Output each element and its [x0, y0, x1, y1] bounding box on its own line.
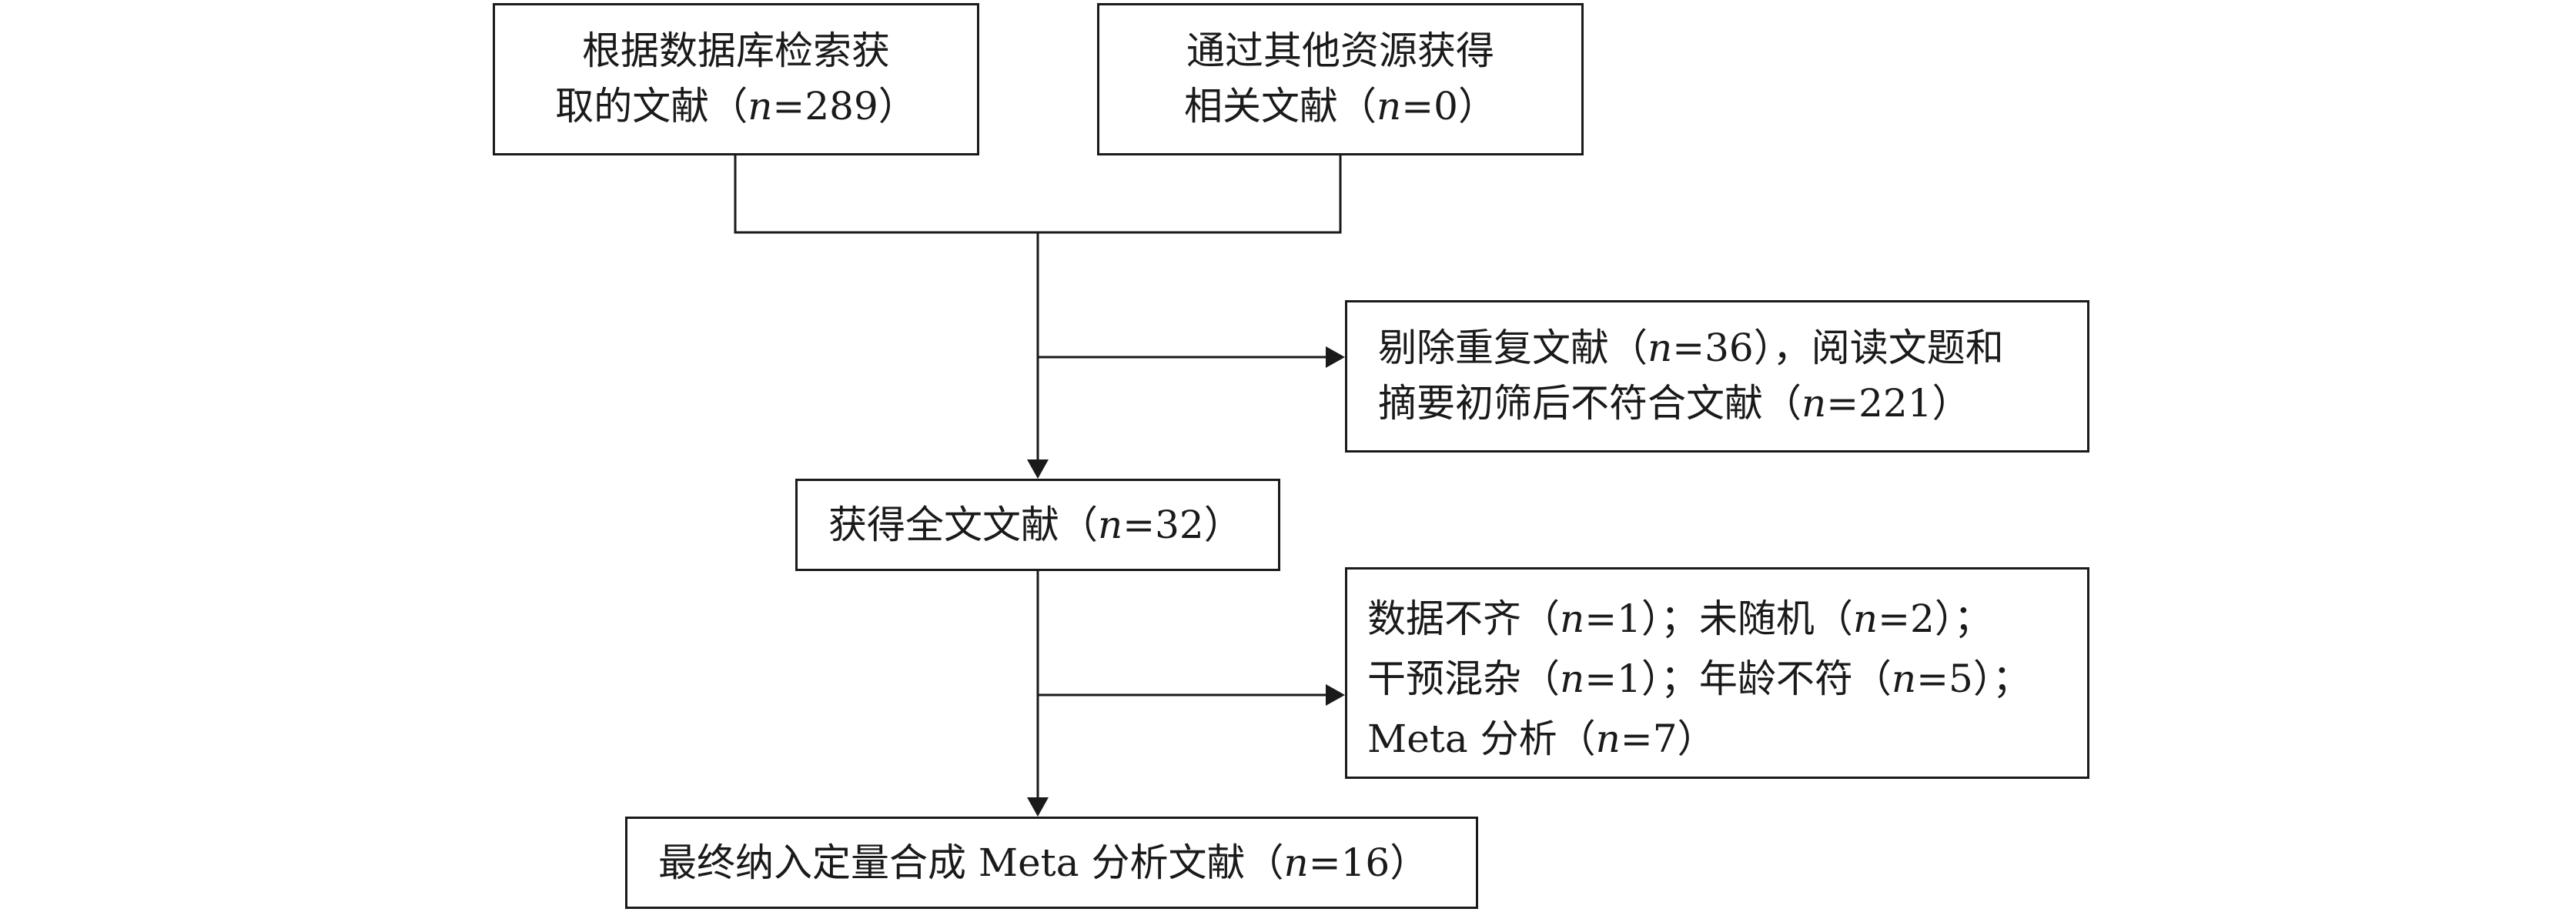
reason-age-mismatch-count: =5）；	[1916, 656, 2031, 701]
reason-confounded-intervention-count: =1）；	[1584, 656, 1699, 701]
merge-bracket	[734, 155, 1342, 234]
reason-not-randomized-count: =2）；	[1878, 596, 1992, 641]
excluded-1-line-2-n: n	[1802, 381, 1827, 426]
other-sources-box: 通过其他资源获得 相关文献（n=0）	[1097, 3, 1584, 155]
reason-meta-analysis-prefix: Meta 分析（	[1367, 717, 1596, 761]
excluded-2-line-2: 干预混杂（n=1）；年龄不符（n=5）；	[1367, 649, 2087, 709]
reason-confounded-intervention-prefix: 干预混杂（	[1367, 656, 1560, 701]
excluded-1-line-2-suffix: =221）	[1826, 381, 1971, 426]
reason-incomplete-data-prefix: 数据不齐（	[1367, 596, 1560, 641]
reason-meta-analysis-count: =7）	[1620, 717, 1716, 761]
reason-not-randomized-n: n	[1852, 596, 1878, 641]
excluded-reasons-box: 数据不齐（n=1）；未随机（n=2）； 干预混杂（n=1）；年龄不符（n=5）；…	[1345, 567, 2089, 779]
fulltext-count: =32）	[1122, 503, 1243, 547]
other-box-prefix: 相关文献（	[1184, 84, 1377, 129]
reason-age-mismatch-n: n	[1891, 656, 1917, 701]
database-box-count: =289）	[772, 84, 917, 129]
database-box-n: n	[748, 84, 773, 129]
reason-confounded-intervention-n: n	[1560, 656, 1585, 701]
excluded-1-line-1-prefix: 剔除重复文献（	[1378, 326, 1648, 370]
excluded-1-line-2-prefix: 摘要初筛后不符合文献（	[1378, 381, 1802, 426]
excluded-1-line-2: 摘要初筛后不符合文献（n=221）	[1378, 376, 2087, 431]
final-prefix: 最终纳入定量合成 Meta 分析文献（	[658, 840, 1284, 885]
final-included-box: 最终纳入定量合成 Meta 分析文献（n=16）	[625, 817, 1478, 909]
reason-not-randomized-prefix: 未随机（	[1698, 596, 1853, 641]
excluded-duplicates-box: 剔除重复文献（n=36），阅读文题和 摘要初筛后不符合文献（n=221）	[1345, 300, 2089, 453]
reason-incomplete-data-n: n	[1560, 596, 1585, 641]
reason-meta-analysis-n: n	[1595, 717, 1621, 761]
final-count: =16）	[1308, 840, 1429, 885]
final-line: 最终纳入定量合成 Meta 分析文献（n=16）	[658, 835, 1476, 890]
database-box-prefix: 取的文献（	[555, 84, 748, 129]
reason-incomplete-data-count: =1）；	[1584, 596, 1699, 641]
fulltext-n: n	[1098, 503, 1123, 547]
other-box-line-2: 相关文献（n=0）	[1099, 79, 1581, 134]
final-n: n	[1283, 840, 1309, 885]
fulltext-prefix: 获得全文文献（	[828, 503, 1098, 547]
reason-age-mismatch-prefix: 年龄不符（	[1698, 656, 1892, 701]
arrow-to-excluded-1	[1326, 346, 1345, 368]
excluded-1-line-1-n: n	[1648, 326, 1673, 370]
arrow-to-fulltext	[1027, 459, 1049, 479]
excluded-1-line-1-suffix: =36），阅读文题和	[1672, 326, 2004, 370]
excluded-2-line-3: Meta 分析（n=7）	[1367, 709, 2087, 769]
arrow-to-final	[1027, 797, 1049, 817]
database-box-line-2: 取的文献（n=289）	[495, 79, 977, 134]
other-box-line-1: 通过其他资源获得	[1186, 28, 1494, 73]
arrow-to-excluded-2	[1326, 684, 1345, 706]
excluded-2-line-1: 数据不齐（n=1）；未随机（n=2）；	[1367, 589, 2087, 649]
other-box-count: =0）	[1401, 84, 1497, 129]
fulltext-line: 获得全文文献（n=32）	[828, 497, 1278, 553]
excluded-1-line-1: 剔除重复文献（n=36），阅读文题和	[1378, 320, 2087, 376]
database-search-box: 根据数据库检索获 取的文献（n=289）	[493, 3, 979, 155]
fulltext-box: 获得全文文献（n=32）	[795, 479, 1280, 571]
database-box-line-1: 根据数据库检索获	[582, 28, 890, 73]
other-box-n: n	[1377, 84, 1402, 129]
